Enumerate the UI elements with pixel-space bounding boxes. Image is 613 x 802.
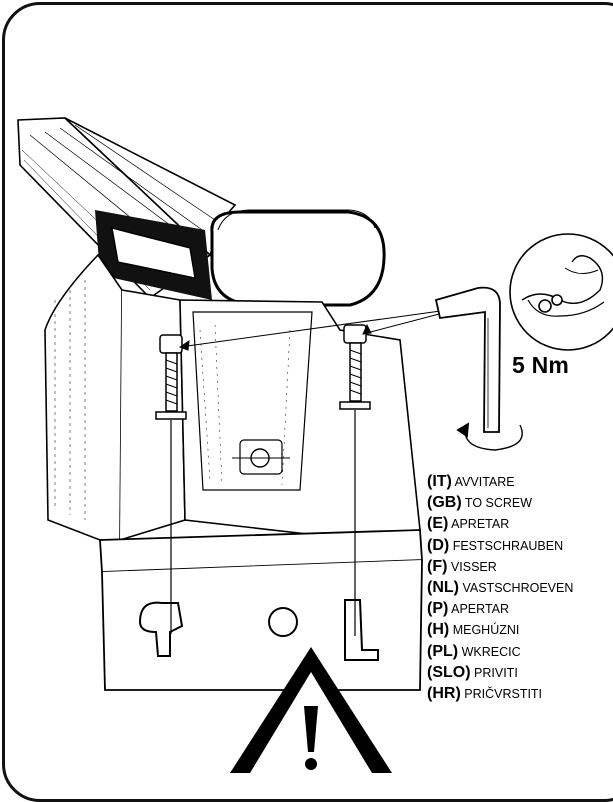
left-screw	[155, 334, 187, 634]
instruction-word: APRETAR	[451, 517, 510, 532]
instruction-item: (F) VISSER	[427, 556, 573, 577]
instruction-item: (NL) VASTSCHROEVEN	[427, 577, 573, 598]
right-slot	[344, 599, 379, 661]
language-code: (GB)	[427, 494, 462, 512]
instruction-word: FESTSCHRAUBEN	[452, 538, 564, 553]
bar-end-cap	[210, 209, 386, 307]
flexed-arm-icon	[509, 233, 613, 351]
center-hole	[268, 607, 298, 637]
torque-value: 5 Nm	[512, 352, 570, 378]
instruction-word: APERTAR	[451, 602, 510, 617]
allen-key-icon	[434, 286, 523, 451]
instruction-item: (P) APERTAR	[427, 598, 573, 619]
instruction-word: VASTSCHROEVEN	[462, 580, 574, 595]
instruction-item: (E) APRETAR	[427, 513, 573, 534]
instruction-word: PRIČVRSTITI	[464, 686, 543, 701]
instruction-word: AVVITARE	[454, 475, 515, 489]
instruction-item: (PL) WKRECIC	[427, 641, 573, 662]
language-code: (D)	[427, 536, 450, 554]
center-bolt	[232, 439, 290, 475]
roof-bar	[17, 117, 386, 307]
instruction-item: (D) FESTSCHRAUBEN	[427, 535, 573, 556]
instruction-word: MEGHÚZNI	[452, 623, 520, 638]
language-code: (NL)	[427, 578, 459, 596]
instruction-word: TO SCREW	[464, 496, 533, 511]
instruction-list: (IT) AVVITARE(GB) TO SCREW(E) APRETAR(D)…	[427, 471, 573, 704]
language-code: (F)	[427, 557, 448, 575]
language-code: (HR)	[427, 684, 461, 702]
language-code: (P)	[427, 600, 449, 618]
instruction-item: (HR) PRIČVRSTITI	[427, 683, 573, 704]
language-code: (H)	[427, 621, 450, 639]
instruction-word: PRIVITI	[474, 665, 518, 680]
instruction-item: (SLO) PRIVITI	[427, 662, 573, 683]
assembly-illustration	[17, 117, 613, 773]
language-code: (E)	[427, 515, 449, 533]
instruction-word: VISSER	[450, 559, 497, 574]
exclamation-triangle-icon	[230, 647, 392, 773]
bar-foot	[44, 253, 423, 691]
language-code: (PL)	[427, 642, 459, 660]
language-code: (SLO)	[427, 663, 471, 681]
instruction-item: (IT) AVVITARE	[427, 471, 573, 492]
language-code: (IT)	[427, 473, 452, 490]
instruction-item: (H) MEGHÚZNI	[427, 619, 573, 640]
instruction-word: WKRECIC	[461, 644, 521, 659]
instruction-item: (GB) TO SCREW	[427, 492, 573, 513]
